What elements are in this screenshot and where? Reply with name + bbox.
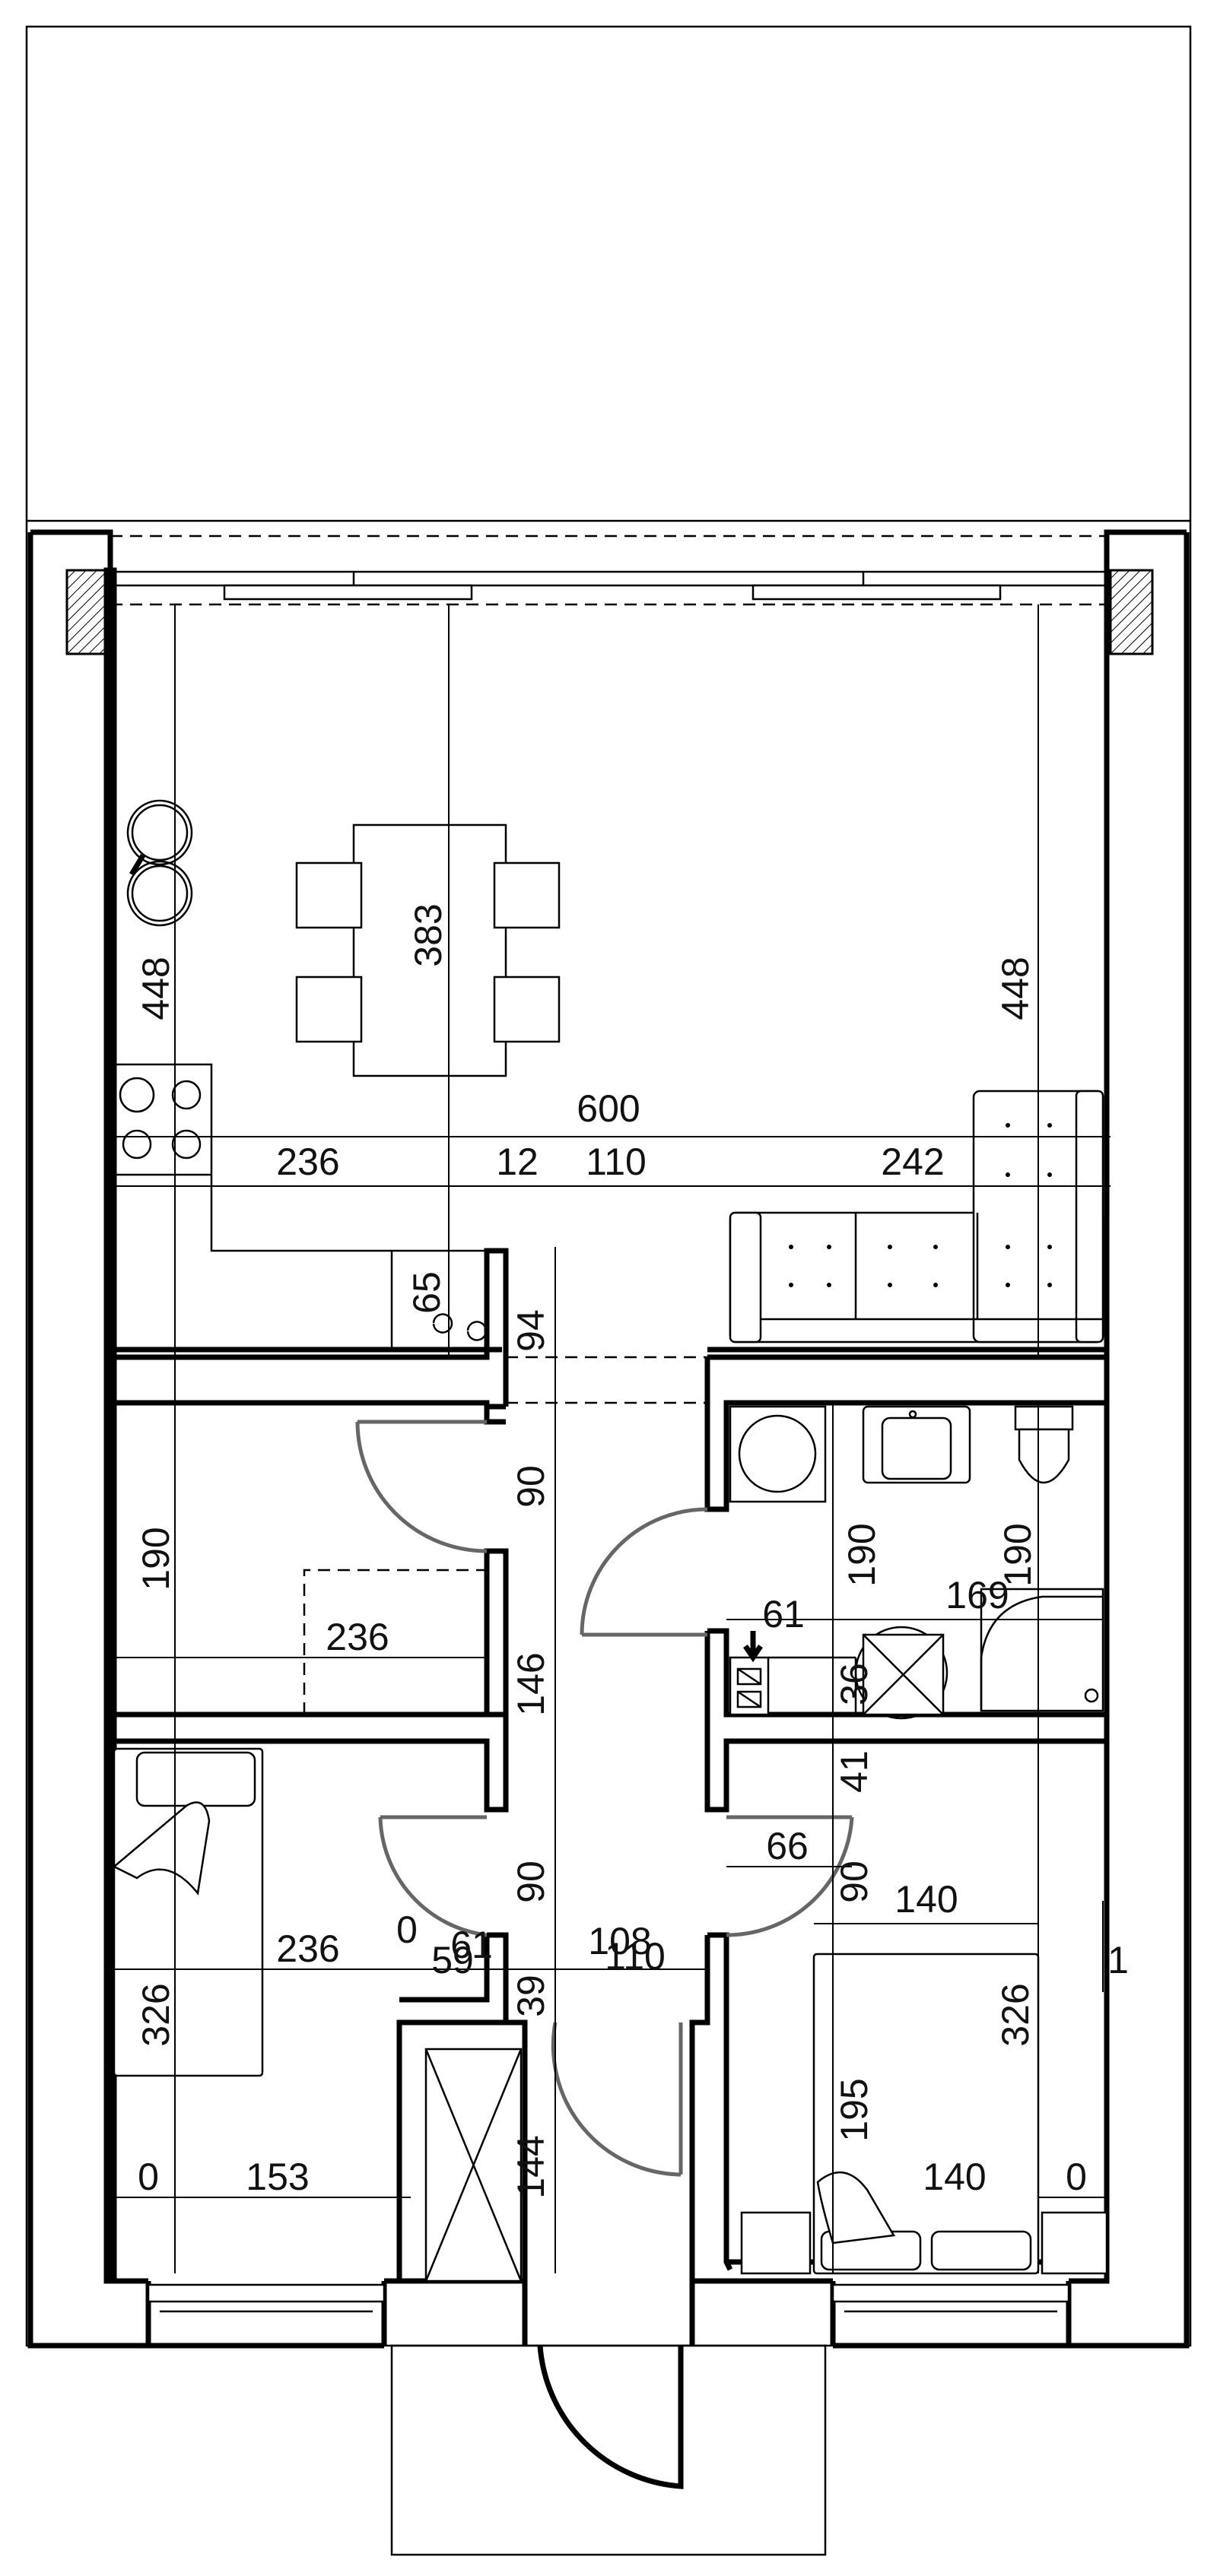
label-bath-depth-b: 190	[996, 1523, 1039, 1586]
label-corr-d: 39	[510, 1975, 552, 2017]
label-zero-b: 0	[138, 2156, 159, 2198]
label-corr-a: 61	[450, 1924, 493, 1966]
label-door-lower-left: 90	[510, 1861, 552, 1903]
label-kitchen-return: 65	[405, 1271, 448, 1314]
label-zero-c: 0	[1066, 2156, 1087, 2198]
label-bedroom-left-depth: 326	[135, 1983, 177, 2046]
column-left	[65, 569, 110, 655]
dining-table	[295, 823, 561, 1077]
label-wardrobe-depth: 144	[510, 2135, 552, 2198]
label-hall-door: 66	[766, 1825, 809, 1867]
label-bedroom-right-width: 140	[894, 1878, 958, 1921]
label-one: 1	[1107, 1939, 1129, 1981]
bed-left	[112, 1747, 264, 2077]
bed-right	[740, 1953, 1108, 2275]
label-living-width: 242	[881, 1140, 944, 1183]
label-kitchen-depth: 448	[135, 956, 177, 1020]
wardrobe-dashed	[303, 1569, 487, 1715]
label-corridor-offset: 12	[496, 1140, 539, 1183]
wardrobe-entry	[424, 2048, 523, 2283]
label-table-length: 383	[407, 903, 450, 966]
label-bath-gap: 41	[833, 1750, 875, 1793]
label-bed-width: 140	[923, 2156, 986, 2198]
label-bath-small: 36	[833, 1663, 875, 1705]
label-shower-width: 169	[945, 1574, 1009, 1616]
label-bedroom-right-depth: 326	[994, 1983, 1037, 2046]
terrace-outline	[25, 25, 1192, 2556]
dimension-lines	[106, 604, 1111, 2273]
dimension-labels: 448 383 448 600 236 12 110 242 65 94 90 …	[135, 903, 1129, 2198]
label-corridor-width-top: 110	[586, 1140, 647, 1183]
label-bedroom-left-width: 236	[276, 1927, 339, 1970]
label-zero-a: 0	[396, 1908, 418, 1951]
label-room-upper-depth: 190	[135, 1527, 177, 1590]
label-corr-b: 59	[431, 1939, 474, 1981]
label-hall-step: 94	[510, 1309, 552, 1352]
window-bottom	[147, 2283, 1070, 2313]
label-room-upper-width: 236	[326, 1616, 389, 1658]
label-bath-depth-a: 190	[840, 1523, 883, 1586]
label-bath-cabinet: 61	[762, 1593, 805, 1635]
label-upper-partition: 146	[510, 1652, 552, 1715]
door-swings	[355, 1420, 854, 2489]
overhang-dashed-line	[110, 535, 1107, 606]
sofa	[729, 1090, 1104, 1344]
kitchen-counter	[114, 799, 488, 1350]
label-kitchen-width: 236	[276, 1140, 339, 1183]
label-living-depth: 448	[994, 956, 1037, 1020]
label-bed-length: 195	[833, 2078, 875, 2141]
window-top	[114, 570, 1107, 601]
column-right	[1109, 569, 1154, 655]
label-corridor-width-bottom: 110	[605, 1935, 666, 1978]
label-door-upper-left: 90	[510, 1465, 552, 1508]
label-corr-c: 108	[588, 1920, 651, 1962]
bathroom-fixtures	[729, 1405, 1104, 1720]
label-door-lower-right: 90	[833, 1861, 875, 1903]
label-overall-width: 600	[577, 1087, 640, 1130]
label-closet-width: 153	[246, 2156, 309, 2198]
